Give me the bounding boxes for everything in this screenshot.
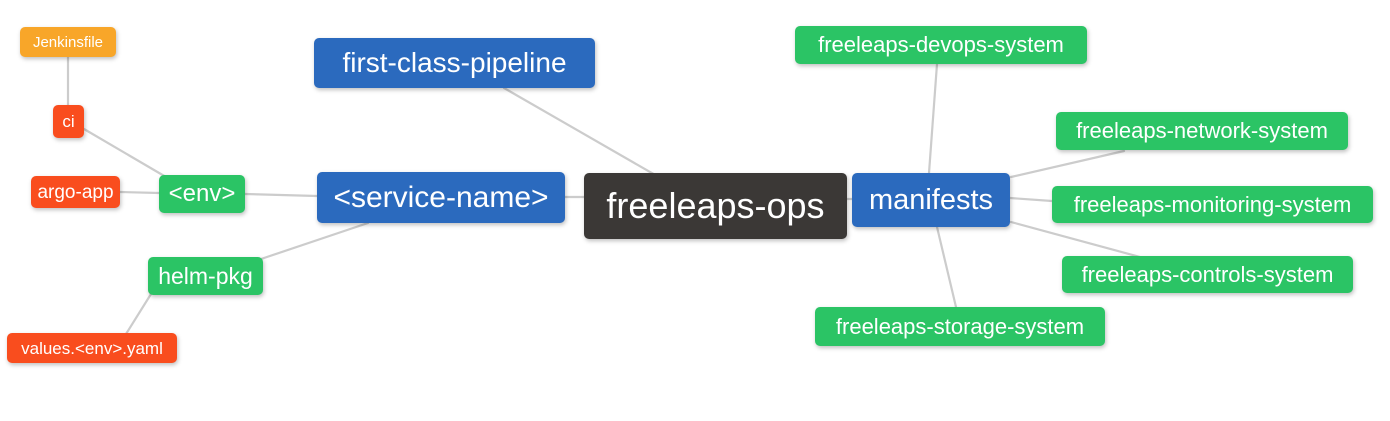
node-manifests[interactable]: manifests — [852, 173, 1010, 227]
edge-manifests-to-freeleaps-network-system — [1009, 149, 1126, 179]
node-label: freeleaps-devops-system — [818, 32, 1064, 57]
node-label: manifests — [868, 183, 994, 216]
edge-manifests-to-freeleaps-controls-system — [1009, 220, 1142, 259]
edge-first-class-pipeline-to-freeleaps-ops — [502, 86, 659, 178]
node-label: freeleaps-ops — [606, 185, 825, 226]
node-label: helm-pkg — [158, 262, 253, 289]
node-freeleaps-ops[interactable]: freeleaps-ops — [584, 173, 847, 239]
node-ci[interactable]: ci — [53, 105, 84, 138]
edge-helm-pkg-to-values-env-yaml — [124, 292, 153, 336]
node-freeleaps-devops-system[interactable]: freeleaps-devops-system — [795, 26, 1087, 64]
edge-env-to-service-name — [243, 192, 319, 198]
node-label: freeleaps-storage-system — [835, 313, 1085, 339]
node-freeleaps-storage-system[interactable]: freeleaps-storage-system — [815, 307, 1105, 346]
edge-argo-app-to-env — [118, 190, 161, 195]
node-label: <service-name> — [333, 180, 549, 214]
node-label: first-class-pipeline — [342, 47, 567, 78]
node-label: freeleaps-controls-system — [1081, 261, 1334, 287]
node-argo-app[interactable]: argo-app — [31, 176, 120, 208]
node-freeleaps-network-system[interactable]: freeleaps-network-system — [1056, 112, 1348, 150]
node-freeleaps-monitoring-system[interactable]: freeleaps-monitoring-system — [1052, 186, 1373, 223]
node-label: argo-app — [37, 181, 114, 203]
node-label: freeleaps-network-system — [1076, 118, 1328, 143]
node-label: <env> — [168, 180, 236, 207]
node-label: values.<env>.yaml — [21, 338, 163, 358]
edge-ci-to-env — [82, 127, 168, 179]
node-label: Jenkinsfile — [32, 33, 104, 51]
edge-manifests-to-freeleaps-storage-system — [935, 225, 958, 309]
edge-manifests-to-freeleaps-devops-system — [927, 62, 939, 175]
edge-helm-pkg-to-service-name — [259, 221, 370, 261]
node-label: ci — [62, 112, 75, 131]
node-env[interactable]: <env> — [159, 175, 245, 213]
node-helm-pkg[interactable]: helm-pkg — [148, 257, 263, 295]
node-service-name[interactable]: <service-name> — [317, 172, 565, 223]
node-freeleaps-controls-system[interactable]: freeleaps-controls-system — [1062, 256, 1353, 293]
node-jenkinsfile[interactable]: Jenkinsfile — [20, 27, 116, 57]
node-values-env-yaml[interactable]: values.<env>.yaml — [7, 333, 177, 363]
node-first-class-pipeline[interactable]: first-class-pipeline — [314, 38, 595, 88]
edge-manifests-to-freeleaps-monitoring-system — [1008, 196, 1054, 203]
node-label: freeleaps-monitoring-system — [1073, 191, 1352, 217]
